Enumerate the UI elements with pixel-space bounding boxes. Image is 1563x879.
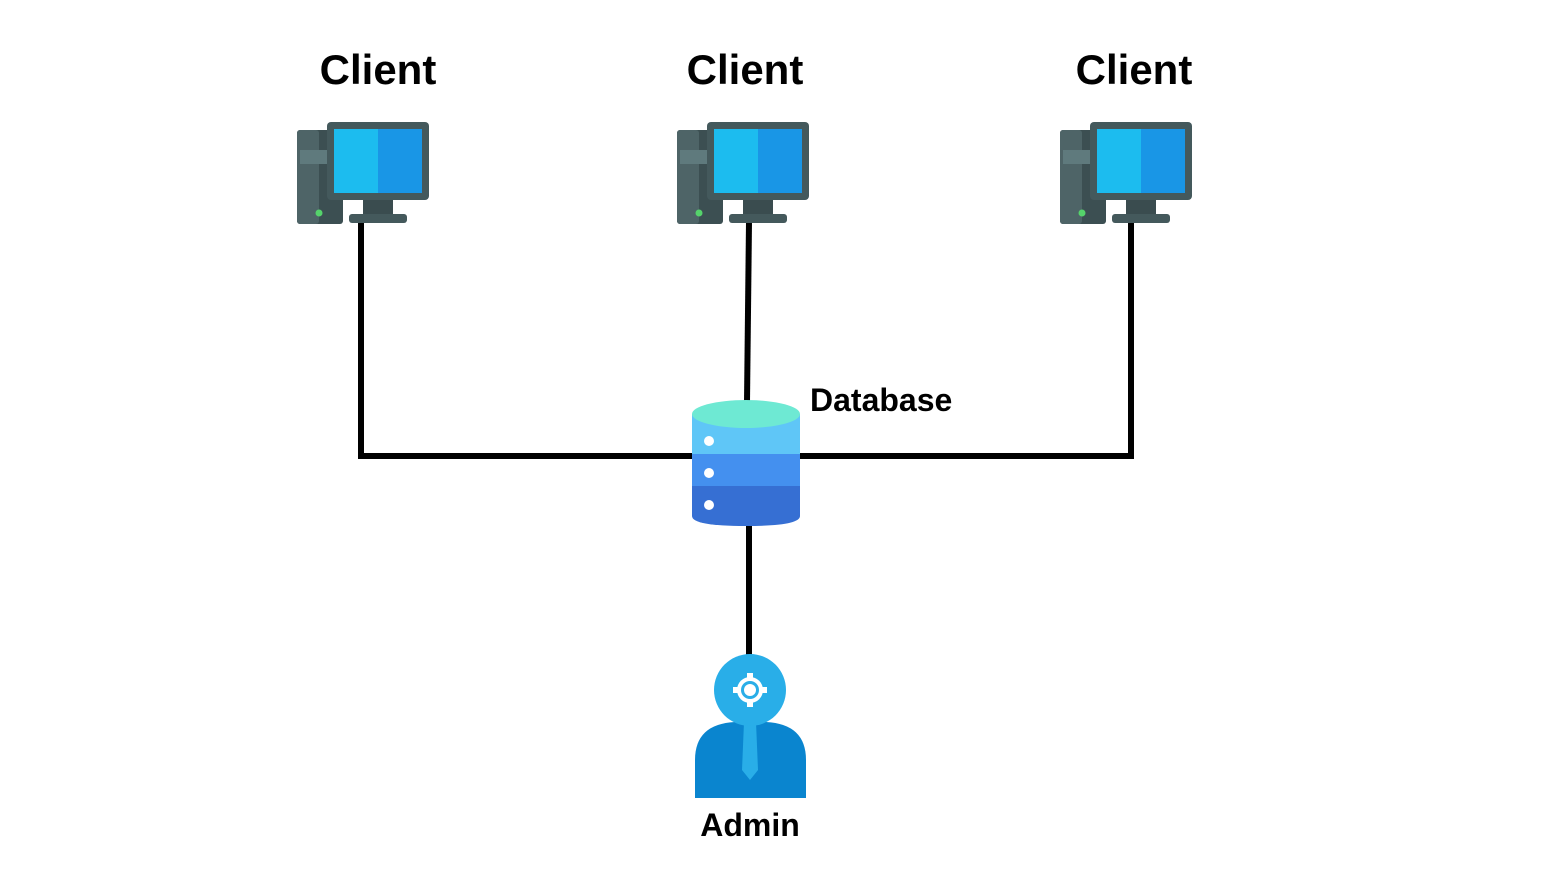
client-label: Client [687,46,804,93]
desktop-computer-icon [1060,122,1192,224]
desktop-computer-icon [677,122,809,224]
client-label: Client [1076,46,1193,93]
client-node-1: Client [297,46,436,224]
connector-center-client [743,218,753,406]
admin-node: Admin [695,654,806,843]
connector-left-client [358,219,703,459]
connector-right-client [793,219,1134,459]
admin-user-icon [695,654,806,798]
client-node-2: Client [677,46,809,224]
client-label: Client [320,46,437,93]
database-label: Database [810,382,952,418]
database-node: Database [692,382,952,526]
admin-label: Admin [700,807,800,843]
client-node-3: Client [1060,46,1192,224]
desktop-computer-icon [297,122,429,224]
gear-icon [733,673,767,707]
database-icon [692,400,800,526]
